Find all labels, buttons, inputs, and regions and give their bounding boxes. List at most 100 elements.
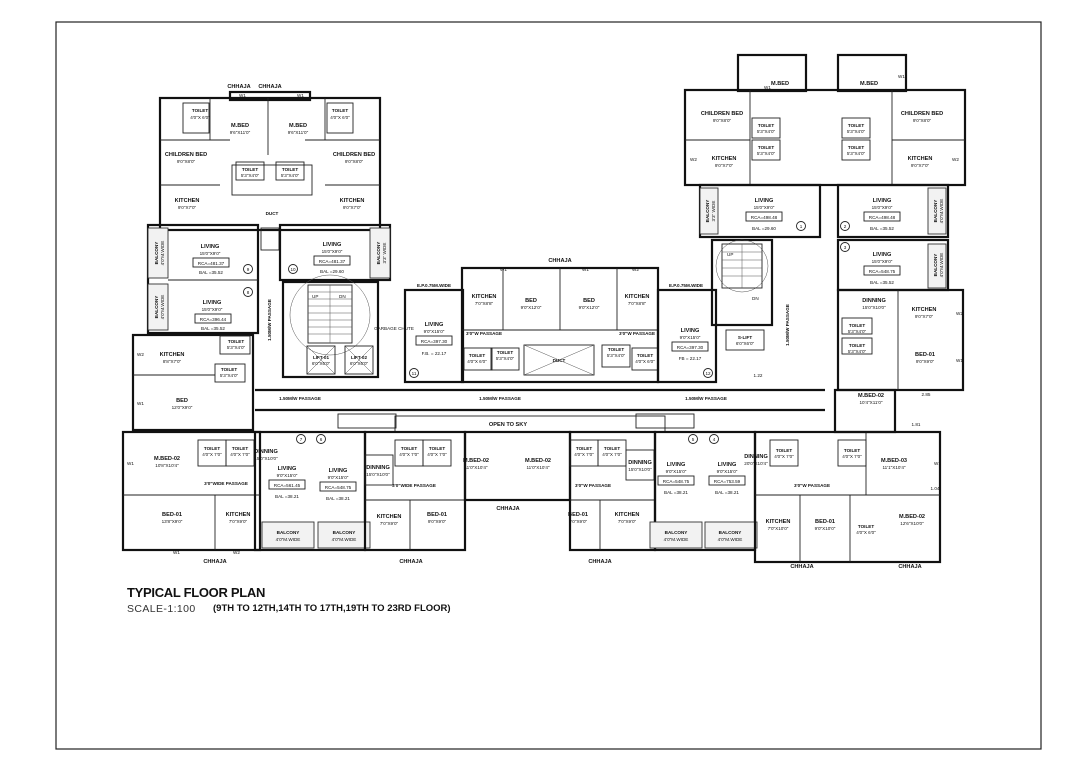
room-dim: 20'0"X10'4" (744, 461, 768, 466)
room-label: KITCHEN (160, 352, 185, 358)
room-dim: 11'1"X10'4" (882, 465, 905, 470)
duct-label: DUCT (553, 358, 566, 363)
room-label: KITCHEN (766, 519, 791, 525)
room-label: M.BED-02 (858, 393, 884, 399)
room-label: TOILET (844, 448, 860, 453)
room-dim: 15'0"X9'0" (872, 259, 893, 264)
room-label: TOILET (858, 524, 874, 529)
wing-west-flats (146, 223, 392, 335)
unit-number: 6 (320, 437, 323, 442)
window-tag: W2 (956, 311, 963, 316)
rca-value: RCA=548.75 (869, 269, 896, 274)
unit-number: 4 (713, 437, 716, 442)
sheet-border (55, 21, 1042, 750)
window-tag: W2 (690, 157, 697, 162)
bal-value: BAL =35.52 (201, 326, 225, 331)
room-dim: 7'0"X10'0" (768, 526, 789, 531)
room-dim: 9'0"X7'0" (911, 163, 930, 168)
room-dim: 9'0"X7'0" (178, 205, 197, 210)
room-label: DINNING (254, 449, 278, 455)
room-label: TOILET (497, 350, 513, 355)
room-dim: 9'0"X9'0" (569, 519, 588, 524)
room-dim: 5'3"X4'0" (757, 129, 776, 134)
room-label: BED-01 (815, 519, 835, 525)
room-label: KITCHEN (226, 512, 251, 518)
passage-label: 1.50M/W PASSAGE (267, 299, 272, 341)
room-dim: 4'0"X 7'0" (774, 454, 794, 459)
rooms-west-flats: LIVING 15'0"X9'0" RCA=481.37 BAL =35.52 … (154, 241, 387, 331)
bal-value: BAL =38.21 (715, 490, 739, 495)
room-dim: 7'0"X9'0" (380, 521, 399, 526)
room-label: M.BED (771, 81, 789, 87)
room-label: M.BED (860, 81, 878, 87)
room-label: TOILET (192, 108, 208, 113)
room-dim: 4'0"X 7'0" (427, 452, 447, 457)
room-label: LIVING (718, 462, 737, 468)
unit-number: 9 (247, 267, 250, 272)
room-label: DINNING (628, 460, 652, 466)
room-label: M.BED-02 (525, 458, 551, 464)
room-dim: 7'0"X9'0" (618, 519, 637, 524)
unit-number: 11 (412, 371, 417, 376)
passage-label: 3'0"WIDE PASSAGE (392, 483, 436, 488)
room-dim: 15'0"X10'0" (862, 305, 886, 310)
rca-value: RCA=481.37 (319, 259, 346, 264)
room-label: TOILET (282, 167, 298, 172)
room-label: M.BED-02 (463, 458, 489, 464)
room-dim: 9'6"X11'0" (770, 88, 791, 93)
room-label: KITCHEN (712, 156, 737, 162)
room-label: LIVING (323, 242, 342, 248)
window-tag: W1 (582, 267, 589, 272)
room-dim: 12'0"X9'0" (172, 405, 193, 410)
window-tag: W1 (297, 93, 304, 98)
bal-value: BAL =38.21 (275, 494, 299, 499)
wing-west-lower: KITCHEN 8'8"X7'0" TOILET 5'3"X4'0" TOILE… (131, 333, 255, 432)
passage-label: 1.50M/W PASSAGE (685, 396, 727, 401)
balcony-label: BALCONY (719, 530, 742, 535)
room-dim: 4'0"X 7'0" (574, 452, 594, 457)
window-tag: W1 (137, 401, 144, 406)
unit-number: 1 (800, 224, 803, 229)
room-label: TOILET (776, 448, 792, 453)
room-dim: 15'0"X10'0" (366, 472, 390, 477)
room-dim: 7'0"X9'0" (229, 519, 248, 524)
bal-value: F.B. = 22.17 (422, 351, 447, 356)
room-label: LIVING (681, 328, 700, 334)
wing-centre-north (403, 266, 718, 384)
room-label: DINNING (862, 298, 886, 304)
room-dim: 4'0"X 7'0" (202, 452, 222, 457)
window-tag: W1 (127, 461, 134, 466)
unit-number: 7 (300, 437, 303, 442)
rooms-south: M.BED-02 10'8"X10'4" TOILET 4'0"X 7'0" T… (127, 434, 941, 570)
room-label: CHILDREN BED (165, 152, 207, 158)
room-label: TOILET (469, 353, 485, 358)
room-label: BED (176, 398, 188, 404)
room-dim: 5'3"X4'0" (848, 329, 867, 334)
room-label: KITCHEN (912, 307, 937, 313)
room-label: M.BED-03 (881, 458, 907, 464)
room-dim: 9'0"X15'0" (328, 475, 349, 480)
room-label: DINNING (744, 454, 768, 460)
balcony-label: BALCONY (277, 530, 300, 535)
room-label: BED-01 (568, 512, 588, 518)
room-dim: 15'0"X9'0" (200, 251, 221, 256)
passage-label: 3'0"W PASSAGE (466, 331, 502, 336)
rca-value: RCA=498.48 (869, 215, 896, 220)
room-label: CHILDREN BED (901, 111, 943, 117)
room-label: TOILET (221, 367, 237, 372)
room-label: TOILET (576, 446, 592, 451)
balcony-label: BALCONY (154, 242, 159, 265)
room-label: LIVING (667, 462, 686, 468)
room-dim: 9'0"X15'0" (680, 335, 701, 340)
room-dim: 9'0"X8'0" (345, 159, 364, 164)
room-label: M.BED (289, 123, 307, 129)
lift-dim: 6'0"X6'0" (312, 361, 331, 366)
rca-value: RCA=548.75 (325, 485, 352, 490)
rooms-north-west: TOILET 4'0"X 6'0" M.BED 9'6"X11'0" M.BED… (165, 84, 375, 216)
stair-down: DN (339, 294, 346, 299)
room-label: KITCHEN (175, 198, 200, 204)
unit-number: 5 (692, 437, 695, 442)
chhaja-label: CHHAJA (203, 559, 226, 565)
